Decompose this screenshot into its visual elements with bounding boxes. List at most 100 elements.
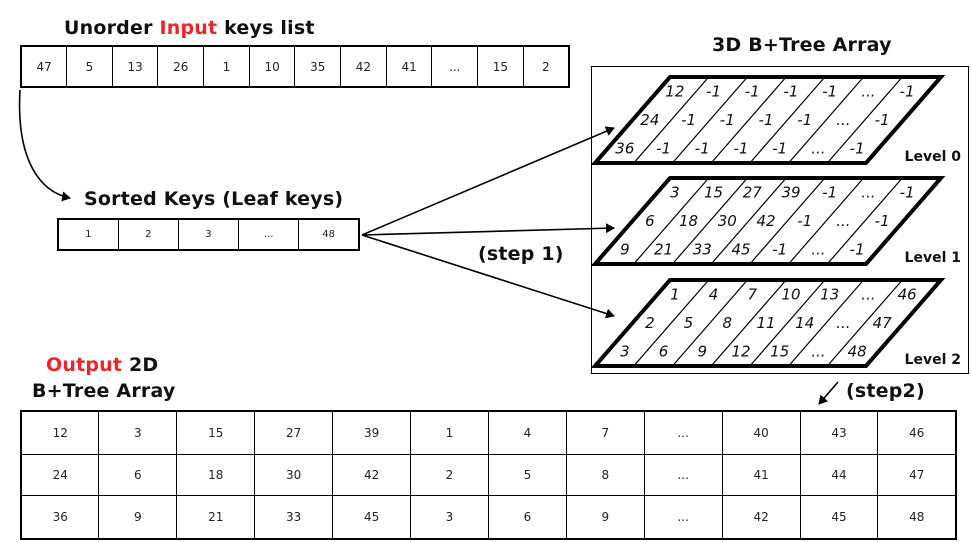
- level-cell: 12: [731, 343, 750, 361]
- level-cell: 11: [756, 314, 775, 332]
- level-cell: 5: [684, 314, 694, 332]
- arrow-to-level2: [361, 234, 615, 319]
- input-key-cell: ...: [431, 45, 479, 88]
- level-cell: -1: [784, 82, 799, 100]
- level-cell: -1: [797, 111, 812, 129]
- level-cell: 6: [645, 212, 655, 230]
- level-cell: 10: [781, 285, 800, 303]
- level-cell: -1: [706, 82, 721, 100]
- input-key-cell: 1: [203, 45, 250, 88]
- step2-arrow: [818, 381, 839, 405]
- level-cell: -1: [772, 140, 787, 158]
- output-cell: 46: [877, 410, 957, 455]
- input-key-cell: 2: [522, 45, 570, 88]
- input-key-cell: 47: [20, 45, 68, 88]
- level-plate-divider: [633, 279, 710, 367]
- level-cell: 36: [615, 140, 634, 158]
- input-key-cell: 5: [66, 45, 113, 88]
- output-cell: 1: [410, 410, 489, 455]
- level-cell: 46: [898, 285, 917, 303]
- level-cell: 3: [670, 183, 680, 201]
- output-cell: 6: [487, 495, 567, 540]
- level-cell: 47: [873, 314, 893, 332]
- input-title-suffix: keys list: [217, 17, 315, 39]
- level-cell: -1: [875, 111, 890, 129]
- level-cell: -1: [695, 140, 710, 158]
- level-cell: -1: [900, 82, 915, 100]
- level-cell: -1: [734, 140, 749, 158]
- level-cell: 15: [704, 183, 723, 201]
- output-cell: 3: [410, 495, 489, 540]
- level-plate-outline: [590, 75, 946, 165]
- level-cell: 48: [848, 343, 867, 361]
- level-cell: ...: [836, 212, 850, 230]
- output-cell: 33: [254, 495, 334, 540]
- input-title: Unorder Input keys list: [64, 17, 315, 39]
- level-label: Level 1: [905, 250, 961, 266]
- level-cell: 8: [723, 314, 733, 332]
- level-cell: ...: [836, 314, 850, 332]
- level-cell: 14: [795, 314, 814, 332]
- level-plate-divider: [788, 177, 865, 265]
- level-plate-divider: [788, 279, 865, 367]
- sorted-key-cell: 1: [57, 218, 119, 251]
- sorted-key-cell: 2: [117, 218, 179, 251]
- level-plate-divider: [826, 76, 903, 164]
- level-cell: -1: [900, 183, 915, 201]
- input-title-prefix: Unorder: [64, 17, 160, 39]
- arrow-to-level1: [361, 223, 615, 236]
- output-cell: 27: [254, 410, 334, 455]
- level-plate-divider: [710, 76, 787, 164]
- sorted-key-cell: 3: [177, 218, 240, 251]
- level-cell: ...: [861, 285, 875, 303]
- level-plate-outline: [590, 278, 946, 368]
- level-plate-divider: [710, 279, 787, 367]
- output-cell: 41: [721, 453, 801, 497]
- level-plate-divider: [671, 76, 748, 164]
- level-cell: 9: [620, 241, 630, 259]
- level-cell: ...: [811, 241, 825, 259]
- output-cell: 42: [721, 495, 801, 540]
- arrow-to-level0: [361, 126, 615, 236]
- level-cell: 4: [709, 285, 719, 303]
- level-plate-divider: [671, 177, 748, 265]
- tree3d-title: 3D B+Tree Array: [712, 34, 892, 56]
- level-plate-divider: [749, 76, 826, 164]
- level-cell: 18: [679, 212, 698, 230]
- level-cell: -1: [720, 111, 735, 129]
- level-cell: 42: [756, 212, 775, 230]
- level-plate-divider: [826, 177, 903, 265]
- output-cell: 40: [721, 410, 801, 455]
- level-cell: ...: [811, 343, 825, 361]
- level-cell: 39: [781, 183, 800, 201]
- output-cell: 24: [20, 453, 100, 497]
- level-cell: ...: [861, 183, 875, 201]
- input-to-sorted-arrow: [18, 89, 71, 202]
- output-cell: ...: [643, 495, 723, 540]
- level-cell: 27: [743, 183, 763, 201]
- level-cell: -1: [797, 212, 812, 230]
- level-cell: 21: [654, 241, 673, 259]
- level-plate-divider: [749, 279, 826, 367]
- level-cell: 24: [640, 111, 659, 129]
- level-cell: -1: [759, 111, 774, 129]
- sorted-key-cell: 48: [298, 218, 360, 251]
- level-cell: 7: [748, 285, 758, 303]
- level-cell: -1: [822, 82, 837, 100]
- output-cell: 5: [487, 453, 567, 497]
- level-cell: ...: [811, 140, 825, 158]
- level-cell: 33: [693, 241, 712, 259]
- step2-label: (step2): [846, 380, 925, 402]
- level-cell: ...: [861, 82, 875, 100]
- level-plate-divider: [633, 177, 710, 265]
- level-plate-divider: [749, 177, 826, 265]
- output-cell: 30: [254, 453, 334, 497]
- output-cell: 45: [799, 495, 879, 540]
- output-cell: 3: [98, 410, 178, 455]
- output-cell: 45: [332, 495, 412, 540]
